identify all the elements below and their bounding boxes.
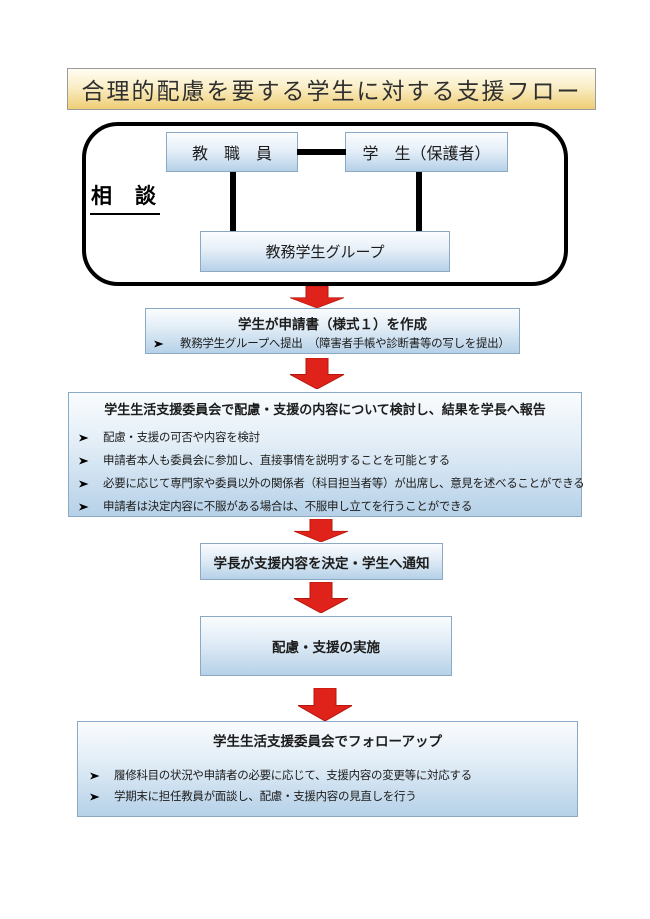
flow-arrow-down-icon — [294, 582, 348, 613]
bullet-text: 学期末に担任教員が面談し、配慮・支援内容の見直しを行う — [114, 791, 417, 803]
step-title: 配慮・支援の実施 — [272, 640, 380, 655]
node-office: 教務学生グループ — [200, 231, 450, 272]
bullet-arrow-icon — [79, 502, 89, 512]
step-president-decision-box: 学長が支援内容を決定・学生へ通知 — [200, 543, 443, 580]
bullet-item: 必要に応じて専門家や委員以外の関係者（科目担当者等）が出席し、意見を述べることが… — [79, 476, 585, 492]
consultation-label: 相 談 — [90, 180, 160, 215]
step-committee-review-box: 学生生活支援委員会で配慮・支援の内容について検討し、結果を学長へ報告 配慮・支援… — [68, 392, 585, 517]
bullet-text: 配慮・支援の可否や内容を検討 — [103, 432, 260, 444]
connector-staff-office — [230, 172, 236, 231]
connector-student-office — [416, 172, 422, 231]
bullet-text: 必要に応じて専門家や委員以外の関係者（科目担当者等）が出席し、意見を述べることが… — [103, 478, 585, 490]
step-title: 学生生活支援委員会でフォローアップ — [213, 734, 442, 749]
bullet-arrow-icon — [90, 792, 100, 802]
bullet-item: 申請者本人も委員会に参加し、直接事情を説明することを可能とする — [79, 453, 581, 469]
flow-arrow-down-icon — [298, 688, 352, 721]
step-title: 学長が支援内容を決定・学生へ通知 — [213, 555, 430, 571]
bullet-item: 配慮・支援の可否や内容を検討 — [79, 430, 581, 446]
bullet-item: 学期末に担任教員が面談し、配慮・支援内容の見直しを行う — [90, 789, 577, 805]
bullet-item: 履修科目の状況や申請者の必要に応じて、支援内容の変更等に対応する — [90, 768, 577, 784]
bullet-arrow-icon — [90, 771, 100, 781]
step-title: 学生が申請書（様式１）を作成 — [238, 317, 427, 332]
node-student: 学 生（保護者） — [345, 132, 508, 172]
flow-arrow-down-icon — [290, 358, 344, 389]
step-implementation-box: 配慮・支援の実施 — [200, 616, 452, 676]
flow-arrow-down-icon — [294, 519, 348, 542]
bullet-text: 申請者本人も委員会に参加し、直接事情を説明することを可能とする — [103, 455, 450, 467]
bullet-arrow-icon — [79, 433, 89, 443]
bullet-text: 教務学生グループへ提出 （障害者手帳や診断書等の写しを提出） — [180, 338, 510, 350]
bullet-arrow-icon — [154, 339, 164, 349]
bullet-text: 履修科目の状況や申請者の必要に応じて、支援内容の変更等に対応する — [114, 770, 472, 782]
step-title: 学生生活支援委員会で配慮・支援の内容について検討し、結果を学長へ報告 — [104, 402, 546, 417]
bullet-item: 教務学生グループへ提出 （障害者手帳や診断書等の写しを提出） — [154, 336, 519, 352]
bullet-text: 申請者は決定内容に不服がある場合は、不服申し立てを行うことができる — [103, 501, 473, 513]
bullet-arrow-icon — [79, 456, 89, 466]
bullet-item: 申請者は決定内容に不服がある場合は、不服申し立てを行うことができる — [79, 499, 581, 515]
step-application-box: 学生が申請書（様式１）を作成 教務学生グループへ提出 （障害者手帳や診断書等の写… — [145, 308, 520, 354]
page-title: 合理的配慮を要する学生に対する支援フロー — [67, 68, 596, 110]
flow-arrow-down-icon — [290, 286, 344, 308]
bullet-arrow-icon — [79, 479, 89, 489]
connector-staff-student — [297, 149, 346, 155]
step-followup-box: 学生生活支援委員会でフォローアップ 履修科目の状況や申請者の必要に応じて、支援内… — [77, 721, 578, 817]
node-staff: 教 職 員 — [166, 132, 298, 172]
